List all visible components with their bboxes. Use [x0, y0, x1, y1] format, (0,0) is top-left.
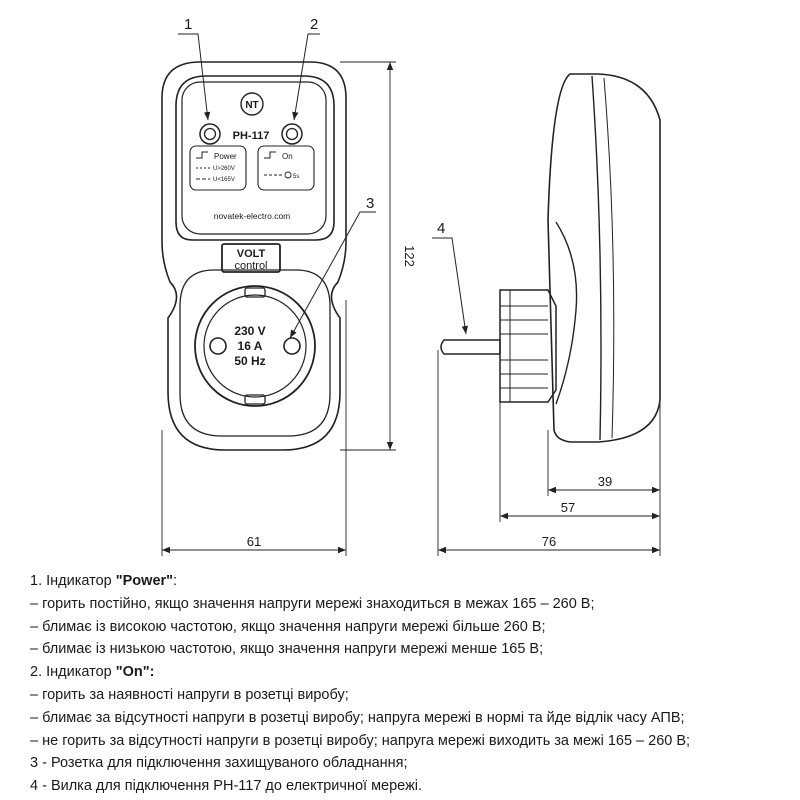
legend-line-5: 2. Індикатор "On": [30, 664, 155, 681]
power-step-glyph [196, 151, 208, 159]
power-info-box [189, 145, 247, 191]
legend-line-4: – блимає із низькою частотою, якщо значе… [30, 641, 544, 658]
power-line-low: U<165V [213, 177, 235, 183]
timer-icon [284, 171, 292, 179]
legend: 1. Індикатор "Power": – горить постійно,… [30, 570, 790, 798]
model-label: РН-117 [233, 130, 270, 142]
side-body-outline [547, 73, 661, 443]
dim-depth-plug: 57 [561, 500, 575, 515]
on-label: On [282, 152, 293, 161]
legend-line-7: – блимає за відсутності напруги в розетц… [30, 709, 685, 726]
legend-line-6: – горить за наявності напруги в розетці … [30, 686, 349, 703]
on-led-inner [285, 127, 299, 141]
socket-earth-clip-top [244, 287, 266, 298]
side-cavity [555, 221, 578, 405]
power-line-high: U>260V [213, 166, 235, 172]
callout-1: 1 [184, 16, 192, 33]
dim-height: 122 [402, 245, 417, 267]
power-led-outer [199, 123, 221, 145]
front-lower-frame [179, 269, 331, 437]
front-body-outline [161, 61, 347, 451]
socket-outer-ring [194, 285, 316, 407]
callout-2: 2 [310, 16, 318, 33]
brand-line-2: control [234, 260, 267, 272]
socket-spec-current: 16 A [238, 339, 263, 353]
socket-earth-clip-bottom [244, 394, 266, 405]
logo-circle [240, 92, 264, 116]
side-view [440, 73, 661, 443]
technical-drawing: NT РН-117 Power U>260V U<165V On 5s nova… [161, 16, 661, 556]
side-depth-dimensions [437, 350, 661, 556]
socket-spec-frequency: 50 Hz [234, 354, 265, 368]
on-line-blink: 5s [293, 174, 299, 180]
socket-inner-ring [203, 294, 307, 398]
dim-depth-total: 76 [542, 534, 556, 549]
brand-plate [221, 243, 281, 273]
front-view [161, 61, 347, 451]
legend-line-2: – горить постійно, якщо значення напруги… [30, 595, 595, 612]
front-label-window [181, 81, 327, 235]
legend-line-9: 3 - Розетка для підключення захищуваного… [30, 755, 408, 772]
socket-hole-right [283, 337, 301, 355]
front-labels: NT РН-117 Power U>260V U<165V On 5s nova… [213, 100, 299, 368]
website-label: novatek-electro.com [214, 211, 291, 221]
front-callout-leaders [178, 33, 376, 339]
dim-width-front: 61 [247, 534, 261, 549]
dim-depth-body: 39 [598, 474, 612, 489]
side-plug-base [499, 289, 557, 403]
legend-line-8: – не горить за відсутності напруги в роз… [30, 732, 691, 749]
on-step-glyph [264, 151, 276, 159]
on-info-box [257, 145, 315, 191]
on-led-outer [281, 123, 303, 145]
legend-line-3: – блимає із високою частотою, якщо значе… [30, 618, 546, 635]
callout-3: 3 [366, 195, 374, 212]
side-callout-leader [432, 237, 469, 335]
power-label: Power [214, 152, 237, 161]
power-led-inner [203, 127, 217, 141]
socket-hole-left [209, 337, 227, 355]
socket-spec-voltage: 230 V [234, 324, 265, 338]
callout-4: 4 [437, 220, 445, 237]
plug-pin [440, 339, 501, 355]
logo-mark: NT [245, 100, 258, 111]
front-upper-panel [175, 75, 335, 241]
legend-line-1: 1. Індикатор "Power": [30, 573, 178, 589]
brand-line-1: VOLT [237, 248, 266, 260]
height-dimension [340, 61, 396, 451]
front-width-dimension [161, 300, 347, 556]
legend-line-10: 4 - Вилка для підключення РН-117 до елек… [30, 778, 423, 795]
